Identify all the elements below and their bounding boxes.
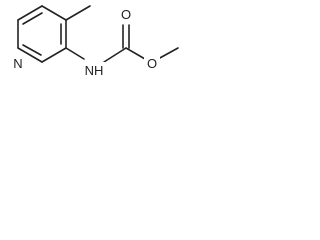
bond-ring-to-nh xyxy=(65,47,85,60)
ester-oxygen-label: O xyxy=(147,56,157,71)
bond-ring-1-inner xyxy=(22,12,43,25)
carbonyl-oxygen-label: O xyxy=(121,7,131,22)
bond-ester-o-to-methyl xyxy=(157,47,179,60)
amine-label: NH xyxy=(85,63,104,78)
ring-nitrogen-label: N xyxy=(13,56,22,71)
bond-ring-5 xyxy=(17,47,43,63)
bond-ring-1 xyxy=(17,5,43,21)
bond-nh-to-carbonyl xyxy=(103,47,127,63)
molecule-structure: N NH O O xyxy=(10,5,179,78)
atom-ring-nitrogen: N xyxy=(10,55,26,71)
atom-carbonyl-oxygen: O xyxy=(118,6,134,22)
carbamate-chain xyxy=(65,24,179,63)
atom-ester-oxygen: O xyxy=(144,55,160,71)
bond-carbonyl-to-ester-o xyxy=(125,47,146,60)
bond-ring-4 xyxy=(41,47,67,63)
methyl-bond xyxy=(65,5,91,21)
bond-ring-2 xyxy=(41,5,67,21)
pyridine-ring xyxy=(17,5,67,63)
bond-ring-5-inner xyxy=(22,44,42,56)
atom-amine: NH xyxy=(83,62,105,78)
